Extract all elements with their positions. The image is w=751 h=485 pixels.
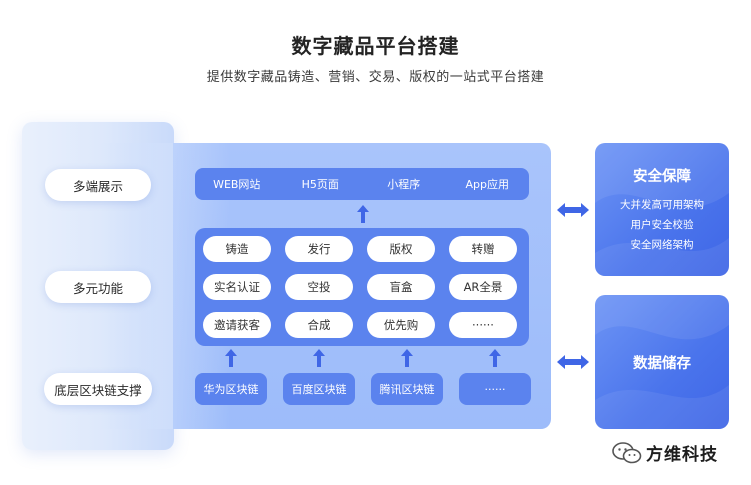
arrow-up-icon [489, 349, 501, 367]
function-cell: 版权 [367, 236, 435, 262]
double-arrow-icon [557, 355, 589, 369]
function-cell: ······ [449, 312, 517, 338]
storage-box: 数据储存 [595, 295, 729, 429]
security-item: 用户安全校验 [630, 219, 694, 231]
security-title: 安全保障 [633, 169, 691, 185]
chain-huawei: 华为区块链 [195, 373, 267, 405]
brand-watermark: 方维科技 [612, 440, 718, 465]
function-cell: 盲盒 [367, 274, 435, 300]
security-item: 大并发高可用架构 [620, 199, 704, 211]
function-cell: 合成 [285, 312, 353, 338]
layer-multi-display: 多端展示 [45, 169, 151, 201]
chain-baidu: 百度区块链 [283, 373, 355, 405]
brand-name: 方维科技 [646, 445, 718, 465]
arrow-up-icon [401, 349, 413, 367]
function-cell: 转赠 [449, 236, 517, 262]
double-arrow-icon [557, 203, 589, 217]
terminal-miniprogram: 小程序 [387, 178, 421, 191]
function-cell: 优先购 [367, 312, 435, 338]
arrow-up-icon [357, 205, 369, 223]
storage-title: 数据储存 [633, 356, 691, 372]
function-cell: AR全景 [449, 274, 517, 300]
function-cell: 铸造 [203, 236, 271, 262]
arrow-up-icon [313, 349, 325, 367]
function-cell: 邀请获客 [203, 312, 271, 338]
function-cell: 空投 [285, 274, 353, 300]
terminal-web: WEB网站 [213, 178, 261, 191]
page-title: 数字藏品平台搭建 [291, 34, 460, 58]
security-box: 安全保障 大并发高可用架构 用户安全校验 安全网络架构 [595, 143, 729, 276]
terminal-app: App应用 [465, 178, 510, 191]
wechat-icon [612, 441, 642, 463]
function-cell: 实名认证 [203, 274, 271, 300]
terminal-bar: WEB网站 H5页面 小程序 App应用 [195, 168, 529, 200]
chain-more: ······ [459, 373, 531, 405]
wave-decoration [595, 143, 729, 276]
security-item: 安全网络架构 [630, 239, 694, 251]
wave-decoration [595, 295, 729, 429]
function-cell: 发行 [285, 236, 353, 262]
layer-multi-function: 多元功能 [45, 271, 151, 303]
page-subtitle: 提供数字藏品铸造、营销、交易、版权的一站式平台搭建 [206, 70, 545, 85]
chain-tencent: 腾讯区块链 [371, 373, 443, 405]
arrow-up-icon [225, 349, 237, 367]
layer-blockchain: 底层区块链支撑 [44, 373, 152, 405]
terminal-h5: H5页面 [301, 178, 339, 191]
